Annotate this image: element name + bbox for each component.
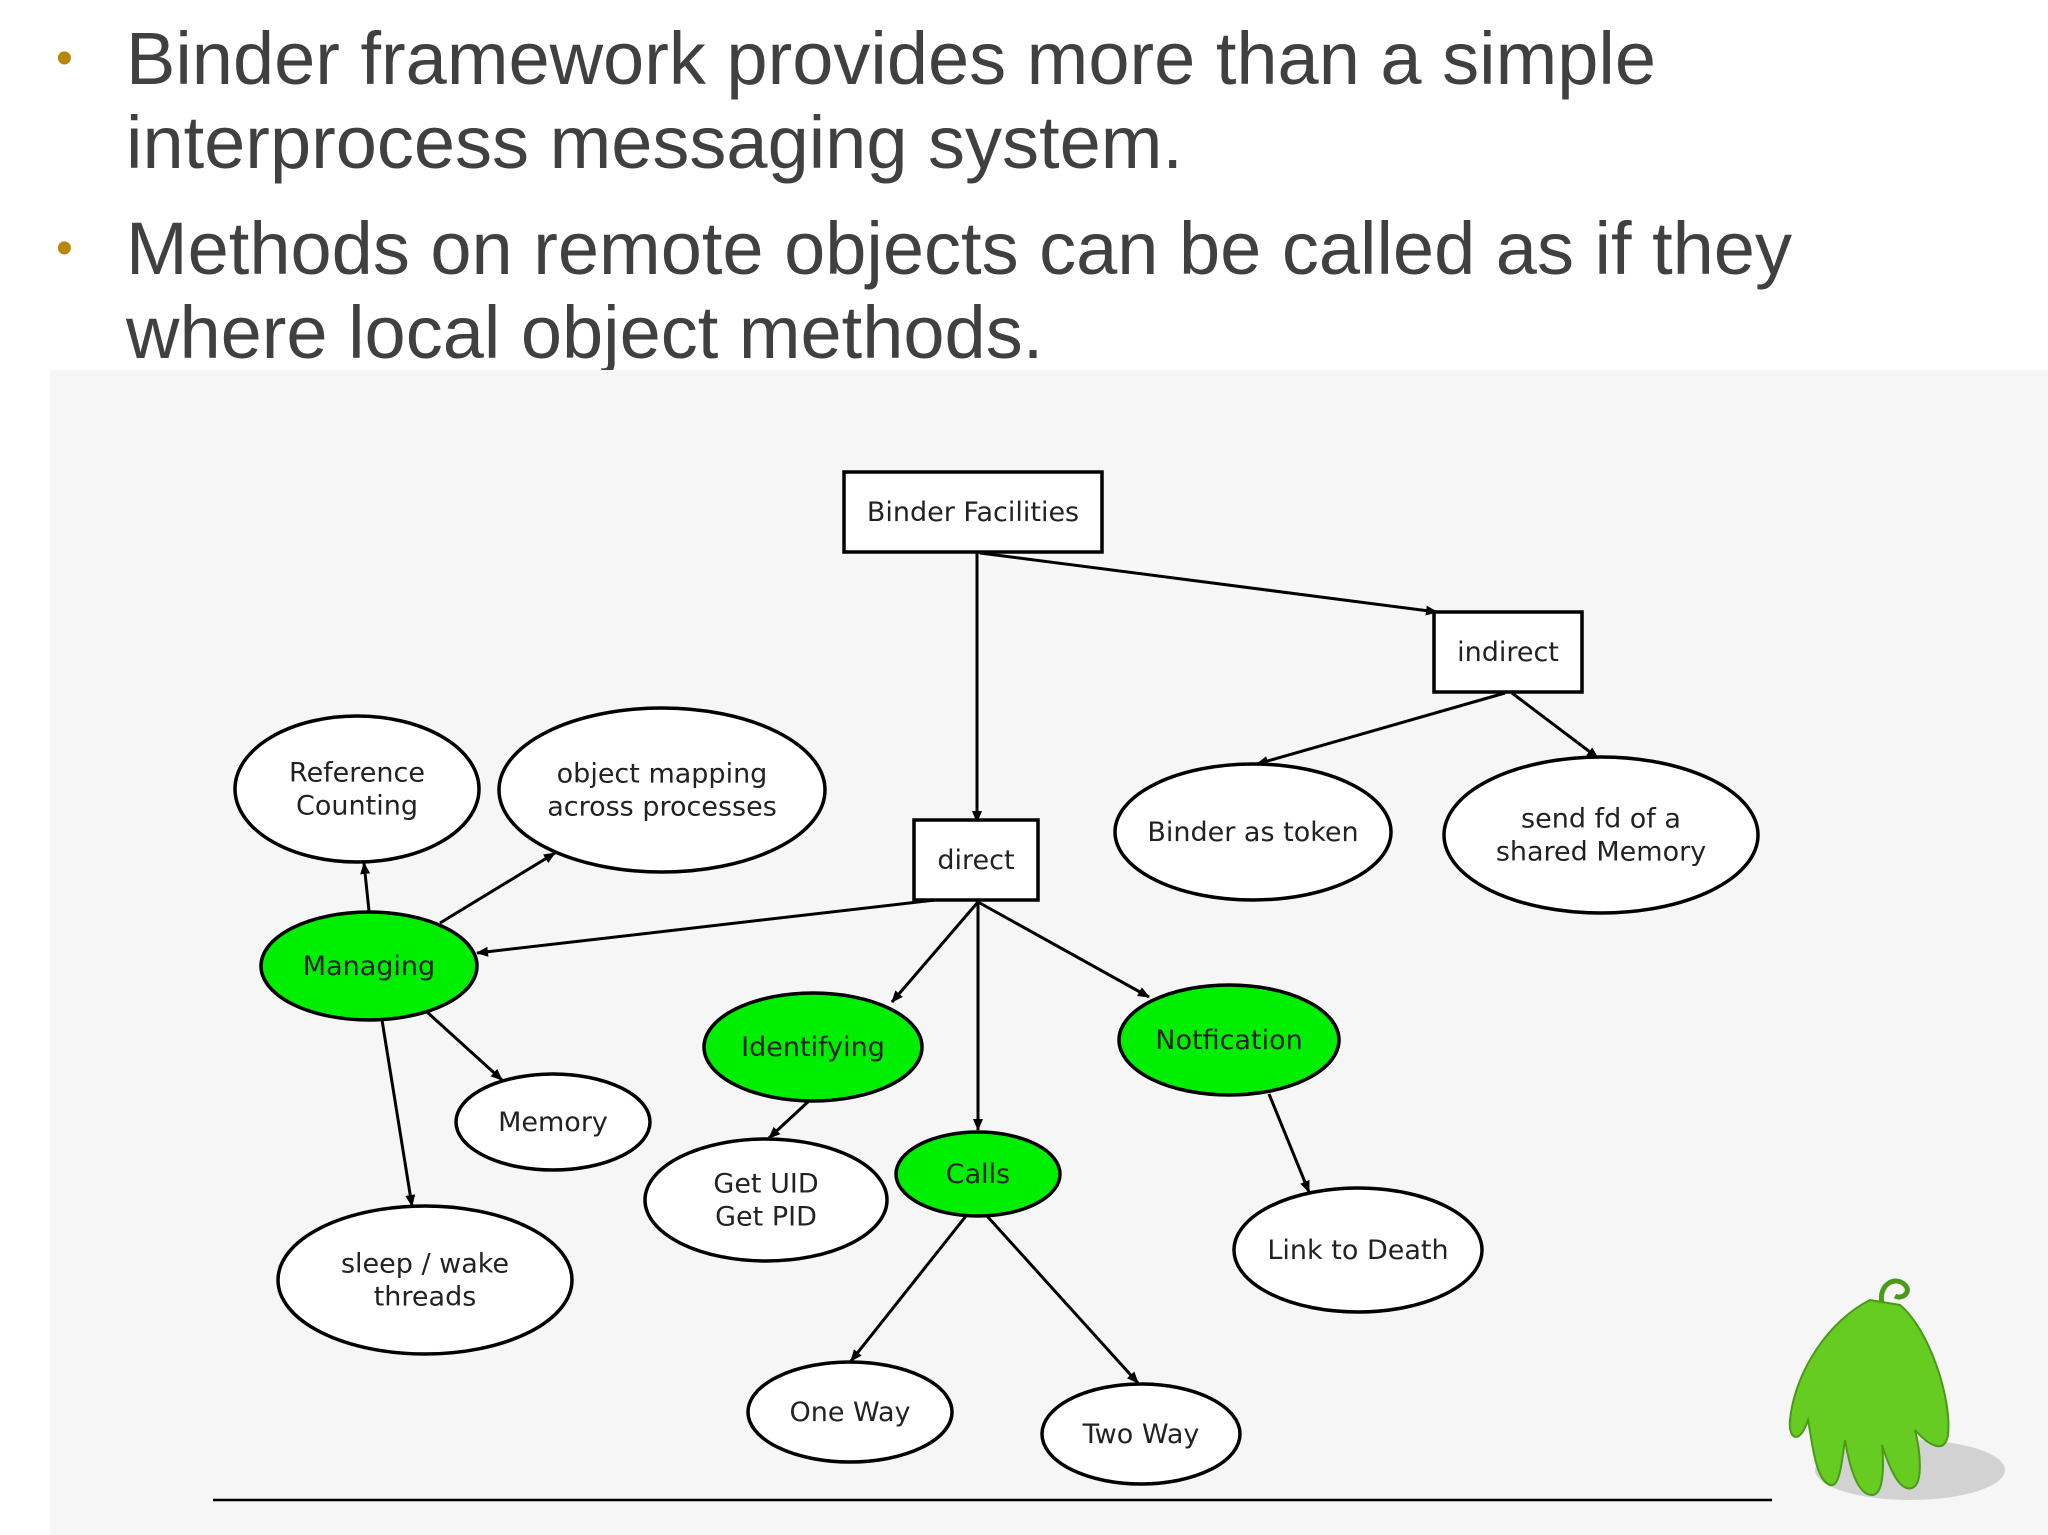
node-refcount-label: Reference bbox=[289, 758, 425, 789]
edge-direct-to-managing bbox=[476, 898, 936, 957]
edge-indirect-to-token bbox=[1256, 691, 1506, 766]
edge-calls-to-oneway bbox=[849, 1215, 968, 1362]
node-indirect-label: indirect bbox=[1457, 637, 1559, 668]
edge-managing-to-memory bbox=[425, 1010, 504, 1082]
edge-managing-to-refcount bbox=[360, 862, 371, 912]
edge-indirect-to-sendfd bbox=[1511, 691, 1599, 760]
node-identifying-label: Identifying bbox=[741, 1032, 885, 1063]
node-oneway: One Way bbox=[746, 1360, 954, 1464]
node-oneway-label: One Way bbox=[789, 1397, 910, 1428]
node-twoway-shape bbox=[1040, 1382, 1242, 1486]
bullet-dot-icon: • bbox=[56, 222, 73, 275]
edge-identifying-to-getuid bbox=[767, 1098, 812, 1140]
node-memory-label: Memory bbox=[498, 1107, 608, 1138]
node-notification-label: Notfication bbox=[1155, 1025, 1302, 1056]
bullet-list: • Binder framework provides more than a … bbox=[0, 0, 2048, 380]
node-managing-label: Managing bbox=[303, 951, 435, 982]
node-objmap-label: across processes bbox=[547, 792, 777, 823]
node-memory: Memory bbox=[454, 1072, 652, 1172]
node-sleepwake-label: sleep / wake bbox=[341, 1249, 509, 1280]
node-identifying-shape bbox=[702, 991, 924, 1103]
node-indirect-shape bbox=[1432, 610, 1584, 694]
node-objmap-shape bbox=[497, 706, 827, 874]
bullet-text: Binder framework provides more than a si… bbox=[126, 17, 1976, 185]
edge-direct-to-identifying bbox=[890, 901, 980, 1003]
bullet-text-line: Methods on remote objects can be called … bbox=[126, 207, 1792, 290]
node-managing: Managing bbox=[259, 910, 479, 1022]
node-linkdeath-label: Link to Death bbox=[1267, 1235, 1448, 1266]
node-direct-label: direct bbox=[937, 845, 1014, 876]
node-getuid-shape bbox=[643, 1137, 889, 1263]
bullet-text-line: Binder framework provides more than a si… bbox=[126, 17, 1656, 100]
node-token-label: Binder as token bbox=[1147, 817, 1358, 848]
node-refcount-shape bbox=[233, 714, 481, 864]
node-identifying: Identifying bbox=[702, 991, 924, 1103]
node-twoway: Two Way bbox=[1040, 1382, 1242, 1486]
node-direct: direct bbox=[912, 818, 1040, 902]
node-managing-shape bbox=[259, 910, 479, 1022]
node-direct-shape bbox=[912, 818, 1040, 902]
node-sendfd-shape bbox=[1442, 755, 1760, 915]
node-token: Binder as token bbox=[1113, 762, 1393, 902]
node-linkdeath-shape bbox=[1232, 1186, 1484, 1314]
edge-facilities-to-indirect bbox=[979, 551, 1438, 616]
edge-direct-to-notification bbox=[977, 900, 1150, 999]
node-linkdeath: Link to Death bbox=[1232, 1186, 1484, 1314]
node-getuid-label: Get PID bbox=[715, 1202, 817, 1233]
node-objmap-label: object mapping bbox=[557, 759, 768, 790]
node-facilities-label: Binder Facilities bbox=[867, 497, 1079, 528]
node-indirect: indirect bbox=[1432, 610, 1584, 694]
node-memory-shape bbox=[454, 1072, 652, 1172]
bullet-text-line: interprocess messaging system. bbox=[126, 101, 1183, 184]
node-calls: Calls bbox=[894, 1130, 1062, 1218]
node-facilities: Binder Facilities bbox=[842, 470, 1104, 554]
node-refcount-label: Counting bbox=[296, 791, 418, 822]
node-sendfd-label: shared Memory bbox=[1496, 837, 1706, 868]
bullet-text: Methods on remote objects can be called … bbox=[126, 207, 1976, 375]
green-android-mascot-icon bbox=[1788, 1278, 2005, 1500]
node-facilities-shape bbox=[842, 470, 1104, 554]
edge-calls-to-twoway bbox=[985, 1214, 1140, 1385]
node-calls-label: Calls bbox=[946, 1159, 1010, 1190]
edge-notification-to-linkdeath bbox=[1267, 1093, 1311, 1193]
node-sleepwake-label: threads bbox=[374, 1282, 477, 1313]
edge-managing-to-sleepwake bbox=[380, 1019, 416, 1207]
node-twoway-label: Two Way bbox=[1082, 1419, 1200, 1450]
node-notification: Notfication bbox=[1117, 983, 1341, 1097]
node-oneway-shape bbox=[746, 1360, 954, 1464]
bullet-text-line: where local object methods. bbox=[126, 291, 1044, 374]
node-sleepwake-shape bbox=[276, 1204, 574, 1356]
node-token-shape bbox=[1113, 762, 1393, 902]
node-getuid-label: Get UID bbox=[713, 1169, 818, 1200]
node-notification-shape bbox=[1117, 983, 1341, 1097]
bullet-dot-icon: • bbox=[56, 32, 73, 85]
node-sendfd-label: send fd of a bbox=[1521, 804, 1681, 835]
node-calls-shape bbox=[894, 1130, 1062, 1218]
edge-managing-to-objmap bbox=[439, 851, 556, 925]
